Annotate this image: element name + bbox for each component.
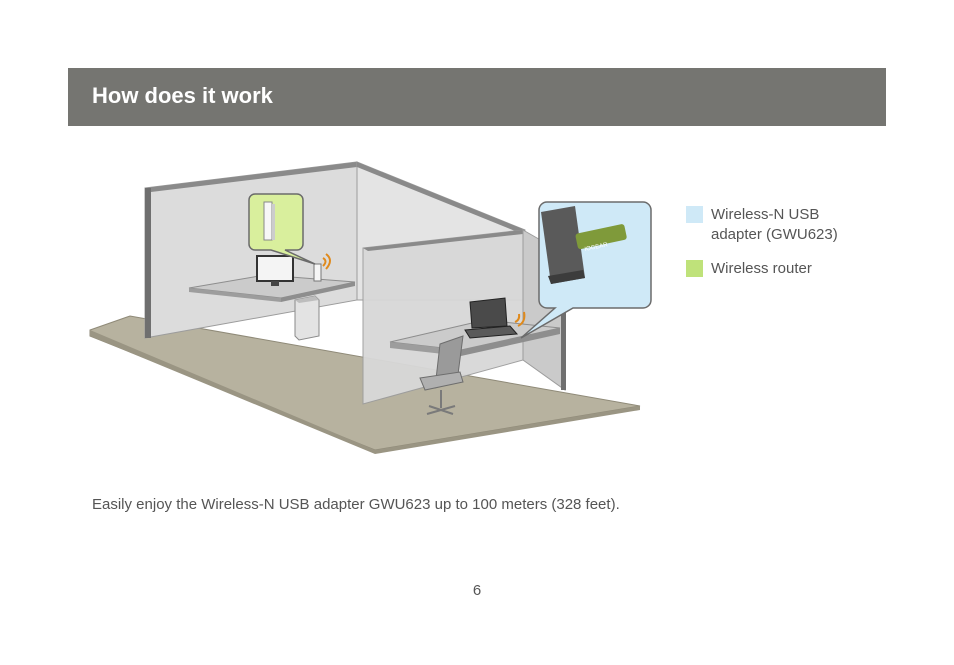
section-title: How does it work (92, 83, 273, 108)
usb-adapter-brand: IOGEAR (584, 242, 609, 253)
page-number: 6 (472, 582, 482, 599)
laptop-screen (469, 297, 508, 329)
caption-text: Easily enjoy the Wireless-N USB adapter … (92, 496, 620, 513)
monitor-screen (256, 255, 294, 282)
legend-item-usb-adapter: Wireless-N USB adapter (GWU623) (686, 205, 886, 245)
section-header: How does it work (68, 68, 886, 126)
legend-swatch-router (686, 260, 703, 277)
legend-label-usb-adapter: Wireless-N USB adapter (GWU623) (711, 206, 838, 243)
legend-label-router: Wireless router (711, 260, 812, 277)
legend-swatch-usb-adapter (686, 206, 703, 223)
office-network-illustration: IOGEAR (89, 161, 652, 454)
legend-item-router: Wireless router (686, 259, 886, 279)
router (313, 263, 322, 282)
legend: Wireless-N USB adapter (GWU623) Wireless… (686, 205, 886, 293)
